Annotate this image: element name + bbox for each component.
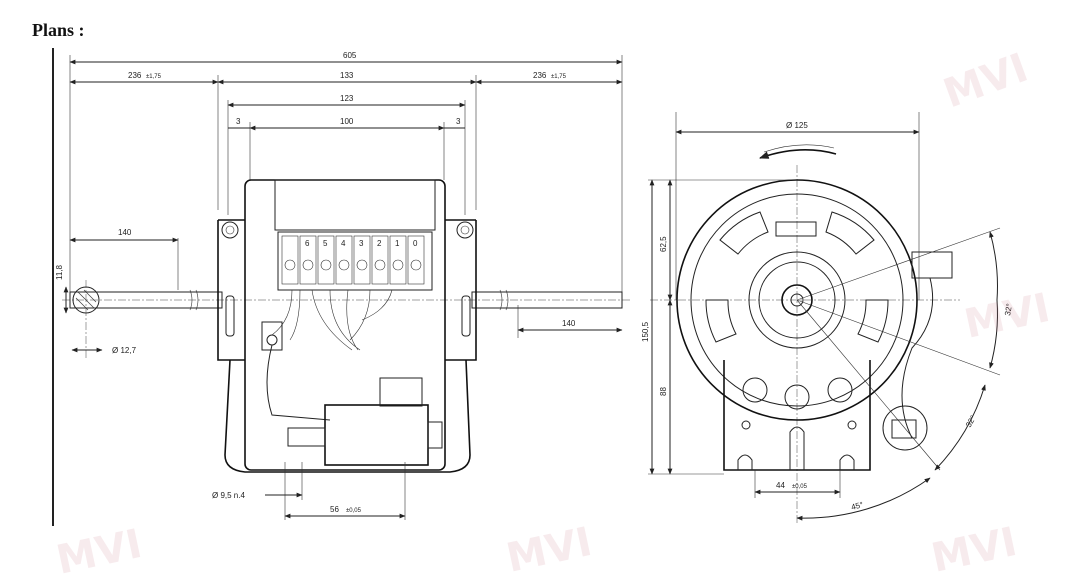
terminal-screw (410, 259, 422, 271)
dim-bracket-span: 123 (340, 94, 354, 103)
dim-height-lower: 88 (659, 387, 668, 396)
terminal-slot (281, 235, 299, 285)
dim-shaft-diameter: Ø 12,7 (112, 346, 137, 355)
dim-shaft-left: 236 (128, 71, 142, 80)
terminal-slot (317, 235, 335, 285)
side-view: 605 236 ±1,75 133 236 ±1,75 123 100 3 3 … (55, 51, 630, 520)
dim-mount-spacing: 56 (330, 505, 339, 514)
terminal-screw (320, 259, 332, 271)
dim-shaft-end-left: 140 (118, 228, 132, 237)
terminal-screw (302, 259, 314, 271)
dim-gap-right: 3 (456, 117, 461, 126)
dim-body-span: 133 (340, 71, 354, 80)
terminal-screw (356, 259, 368, 271)
dim-base-width-tol: ±0,05 (792, 484, 808, 490)
vertical-rule (52, 48, 54, 526)
terminal-number: 6 (305, 239, 310, 248)
dim-angle-a: 32° (1003, 303, 1014, 316)
dim-shaft-left-tol: ±1,75 (146, 74, 162, 80)
dim-shaft-end-right: 140 (562, 319, 576, 328)
dim-shaft-right: 236 (533, 71, 547, 80)
dim-shaft-right-tol: ±1,75 (551, 74, 567, 80)
dim-gap-left: 3 (236, 117, 241, 126)
terminal-slot (389, 235, 407, 285)
dim-front-diameter: Ø 125 (786, 121, 808, 130)
dim-angle-b: 32° (964, 414, 978, 429)
terminal-number: 1 (395, 239, 400, 248)
terminal-slot (371, 235, 389, 285)
terminal-slot (299, 235, 317, 285)
watermark-logos: MVI MVI MVI MVI MVI (53, 45, 1054, 576)
terminal-screw (284, 259, 296, 271)
dim-base-width: 44 (776, 481, 785, 490)
terminal-number: 0 (413, 239, 418, 248)
dim-overall-length: 605 (343, 51, 357, 60)
terminal-screw (374, 259, 386, 271)
dim-mount-spacing-tol: ±0,05 (346, 508, 362, 514)
terminal-number: 3 (359, 239, 364, 248)
dim-shaft-flat: 11,8 (55, 264, 64, 280)
dim-height-total: 150,5 (641, 321, 650, 342)
dim-mount-holes: Ø 9,5 n.4 (212, 491, 245, 500)
terminal-slot (407, 235, 425, 285)
terminal-screw (392, 259, 404, 271)
dim-height-upper: 62,5 (659, 236, 668, 252)
terminal-screw (338, 259, 350, 271)
watermark-logo: MVI (938, 45, 1034, 118)
terminal-slot (353, 235, 371, 285)
dim-inner-span: 100 (340, 117, 354, 126)
watermark-logo: MVI (53, 521, 146, 576)
terminal-number: 4 (341, 239, 346, 248)
terminal-number: 2 (377, 239, 382, 248)
terminal-slot (335, 235, 353, 285)
dim-angle-c: 45° (850, 500, 864, 512)
page-title: Plans : (32, 20, 85, 40)
watermark-logo: MVI (961, 285, 1054, 348)
watermark-logo: MVI (928, 519, 1021, 576)
watermark-logo: MVI (503, 519, 596, 576)
front-view: Ø 125 (641, 112, 1014, 525)
terminal-number: 5 (323, 239, 328, 248)
